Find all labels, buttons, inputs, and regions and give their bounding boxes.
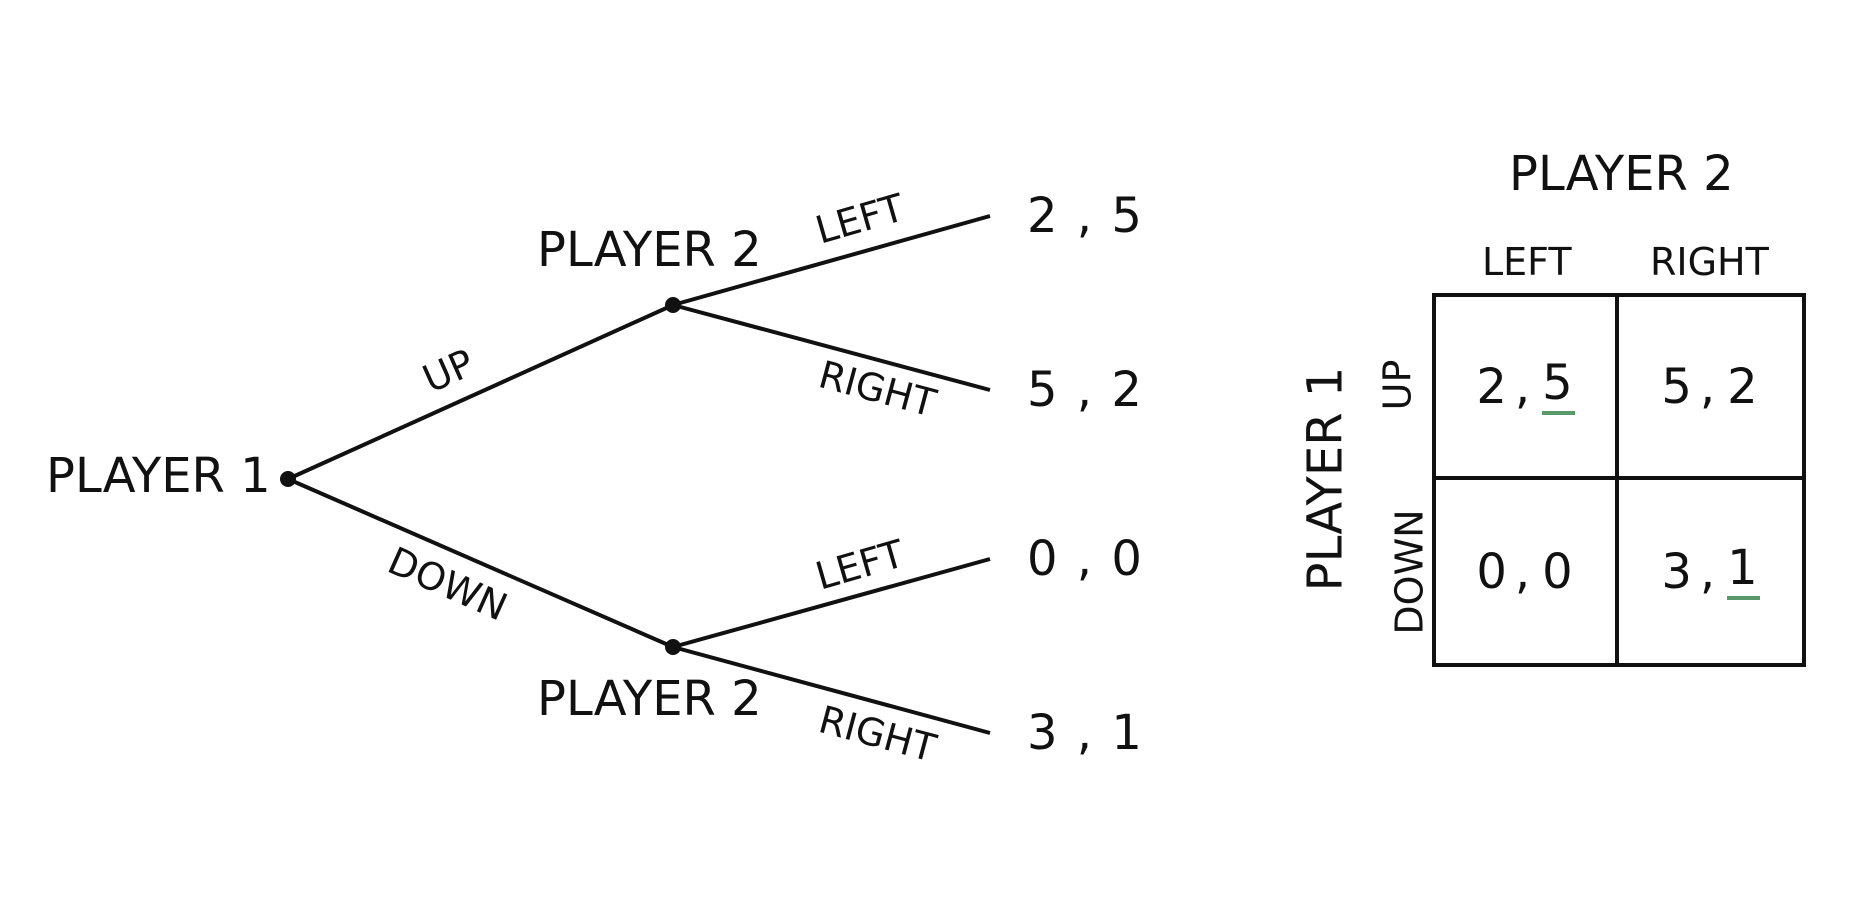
cell-p2-payoff-best-response: 5 [1542, 359, 1575, 415]
cell-separator: , [1514, 543, 1533, 600]
cell-p2-payoff: 0 [1542, 543, 1575, 600]
branch-lower-left [672, 557, 991, 649]
lower-decision-node [665, 639, 681, 655]
cell-p2-payoff: 2 [1727, 358, 1760, 415]
cell-separator: , [1699, 358, 1718, 415]
payoff-down-right: 3 , 1 [1027, 705, 1144, 761]
branch-upper-left [672, 214, 991, 307]
matrix-cell-up-right: 5,2 [1619, 297, 1802, 480]
cell-p1-payoff: 0 [1476, 543, 1509, 600]
lower-node-player-label: PLAYER 2 [537, 671, 762, 727]
matrix-cell-up-left: 2,5 [1436, 297, 1619, 480]
payoff-up-left: 2 , 5 [1027, 188, 1144, 244]
branch-lower-right [672, 645, 991, 735]
branch-up [287, 303, 674, 481]
cell-p1-payoff: 2 [1476, 358, 1509, 415]
matrix-column-player-label: PLAYER 2 [1509, 146, 1734, 202]
cell-separator: , [1699, 543, 1718, 600]
cell-p1-payoff: 5 [1661, 358, 1694, 415]
root-node [280, 471, 296, 487]
payoff-matrix: 2,5 5,2 0,0 3,1 [1432, 293, 1806, 667]
matrix-col-label-right: RIGHT [1650, 240, 1769, 284]
branch-upper-right [672, 303, 991, 392]
upper-node-player-label: PLAYER 2 [537, 222, 762, 278]
cell-p2-payoff-best-response: 1 [1727, 544, 1760, 600]
cell-p1-payoff: 3 [1661, 543, 1694, 600]
matrix-row-label-up: UP [1375, 359, 1420, 411]
matrix-row-player-label: PLAYER 1 [1297, 366, 1354, 592]
branch-down [287, 477, 674, 649]
payoff-down-left: 0 , 0 [1027, 531, 1144, 587]
root-player-label: PLAYER 1 [46, 448, 271, 504]
payoff-up-right: 5 , 2 [1027, 362, 1144, 418]
matrix-row-label-down: DOWN [1387, 509, 1432, 635]
matrix-cell-down-right: 3,1 [1619, 480, 1802, 663]
matrix-cell-down-left: 0,0 [1436, 480, 1619, 663]
matrix-col-label-left: LEFT [1482, 240, 1572, 284]
upper-decision-node [665, 297, 681, 313]
cell-separator: , [1514, 358, 1533, 415]
